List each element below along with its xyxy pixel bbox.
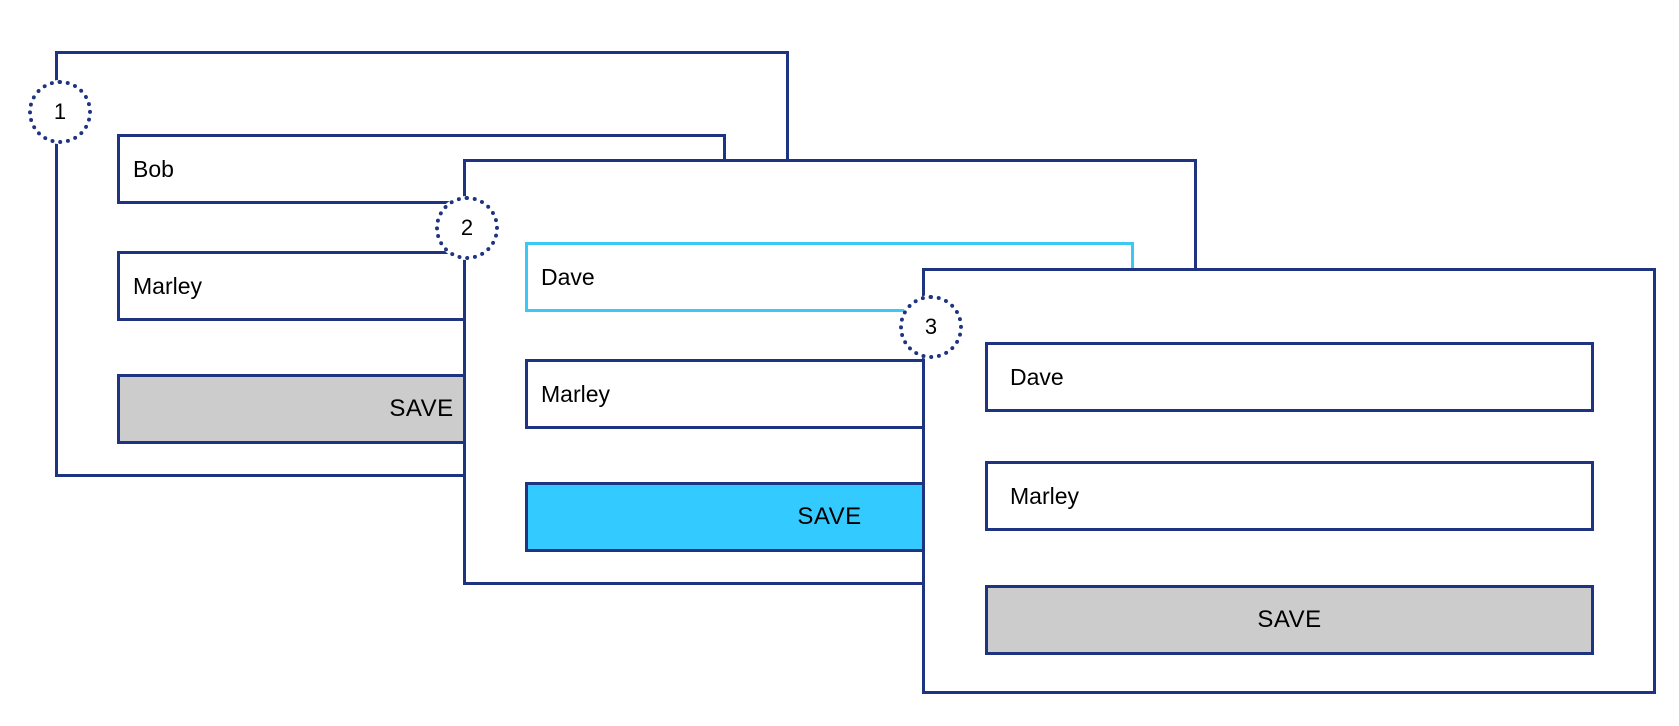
first-name-input[interactable]: Dave [985, 342, 1594, 412]
first-name-value: Dave [541, 263, 595, 290]
step-number-badge: 3 [899, 295, 963, 359]
save-button-label: SAVE [1257, 606, 1322, 633]
last-name-value: Marley [133, 272, 203, 299]
step-number-badge: 2 [435, 196, 499, 260]
first-name-value: Dave [1010, 363, 1064, 390]
last-name-value: Marley [1010, 482, 1080, 509]
last-name-input[interactable]: Marley [985, 461, 1594, 531]
step-number-badge: 1 [28, 80, 92, 144]
save-button-label: SAVE [389, 395, 454, 422]
save-button[interactable]: SAVE [985, 585, 1594, 655]
step-3-form-panel: Dave Marley SAVE [922, 268, 1656, 694]
last-name-value: Marley [541, 380, 611, 407]
save-button-label: SAVE [797, 503, 862, 530]
first-name-value: Bob [133, 155, 174, 182]
